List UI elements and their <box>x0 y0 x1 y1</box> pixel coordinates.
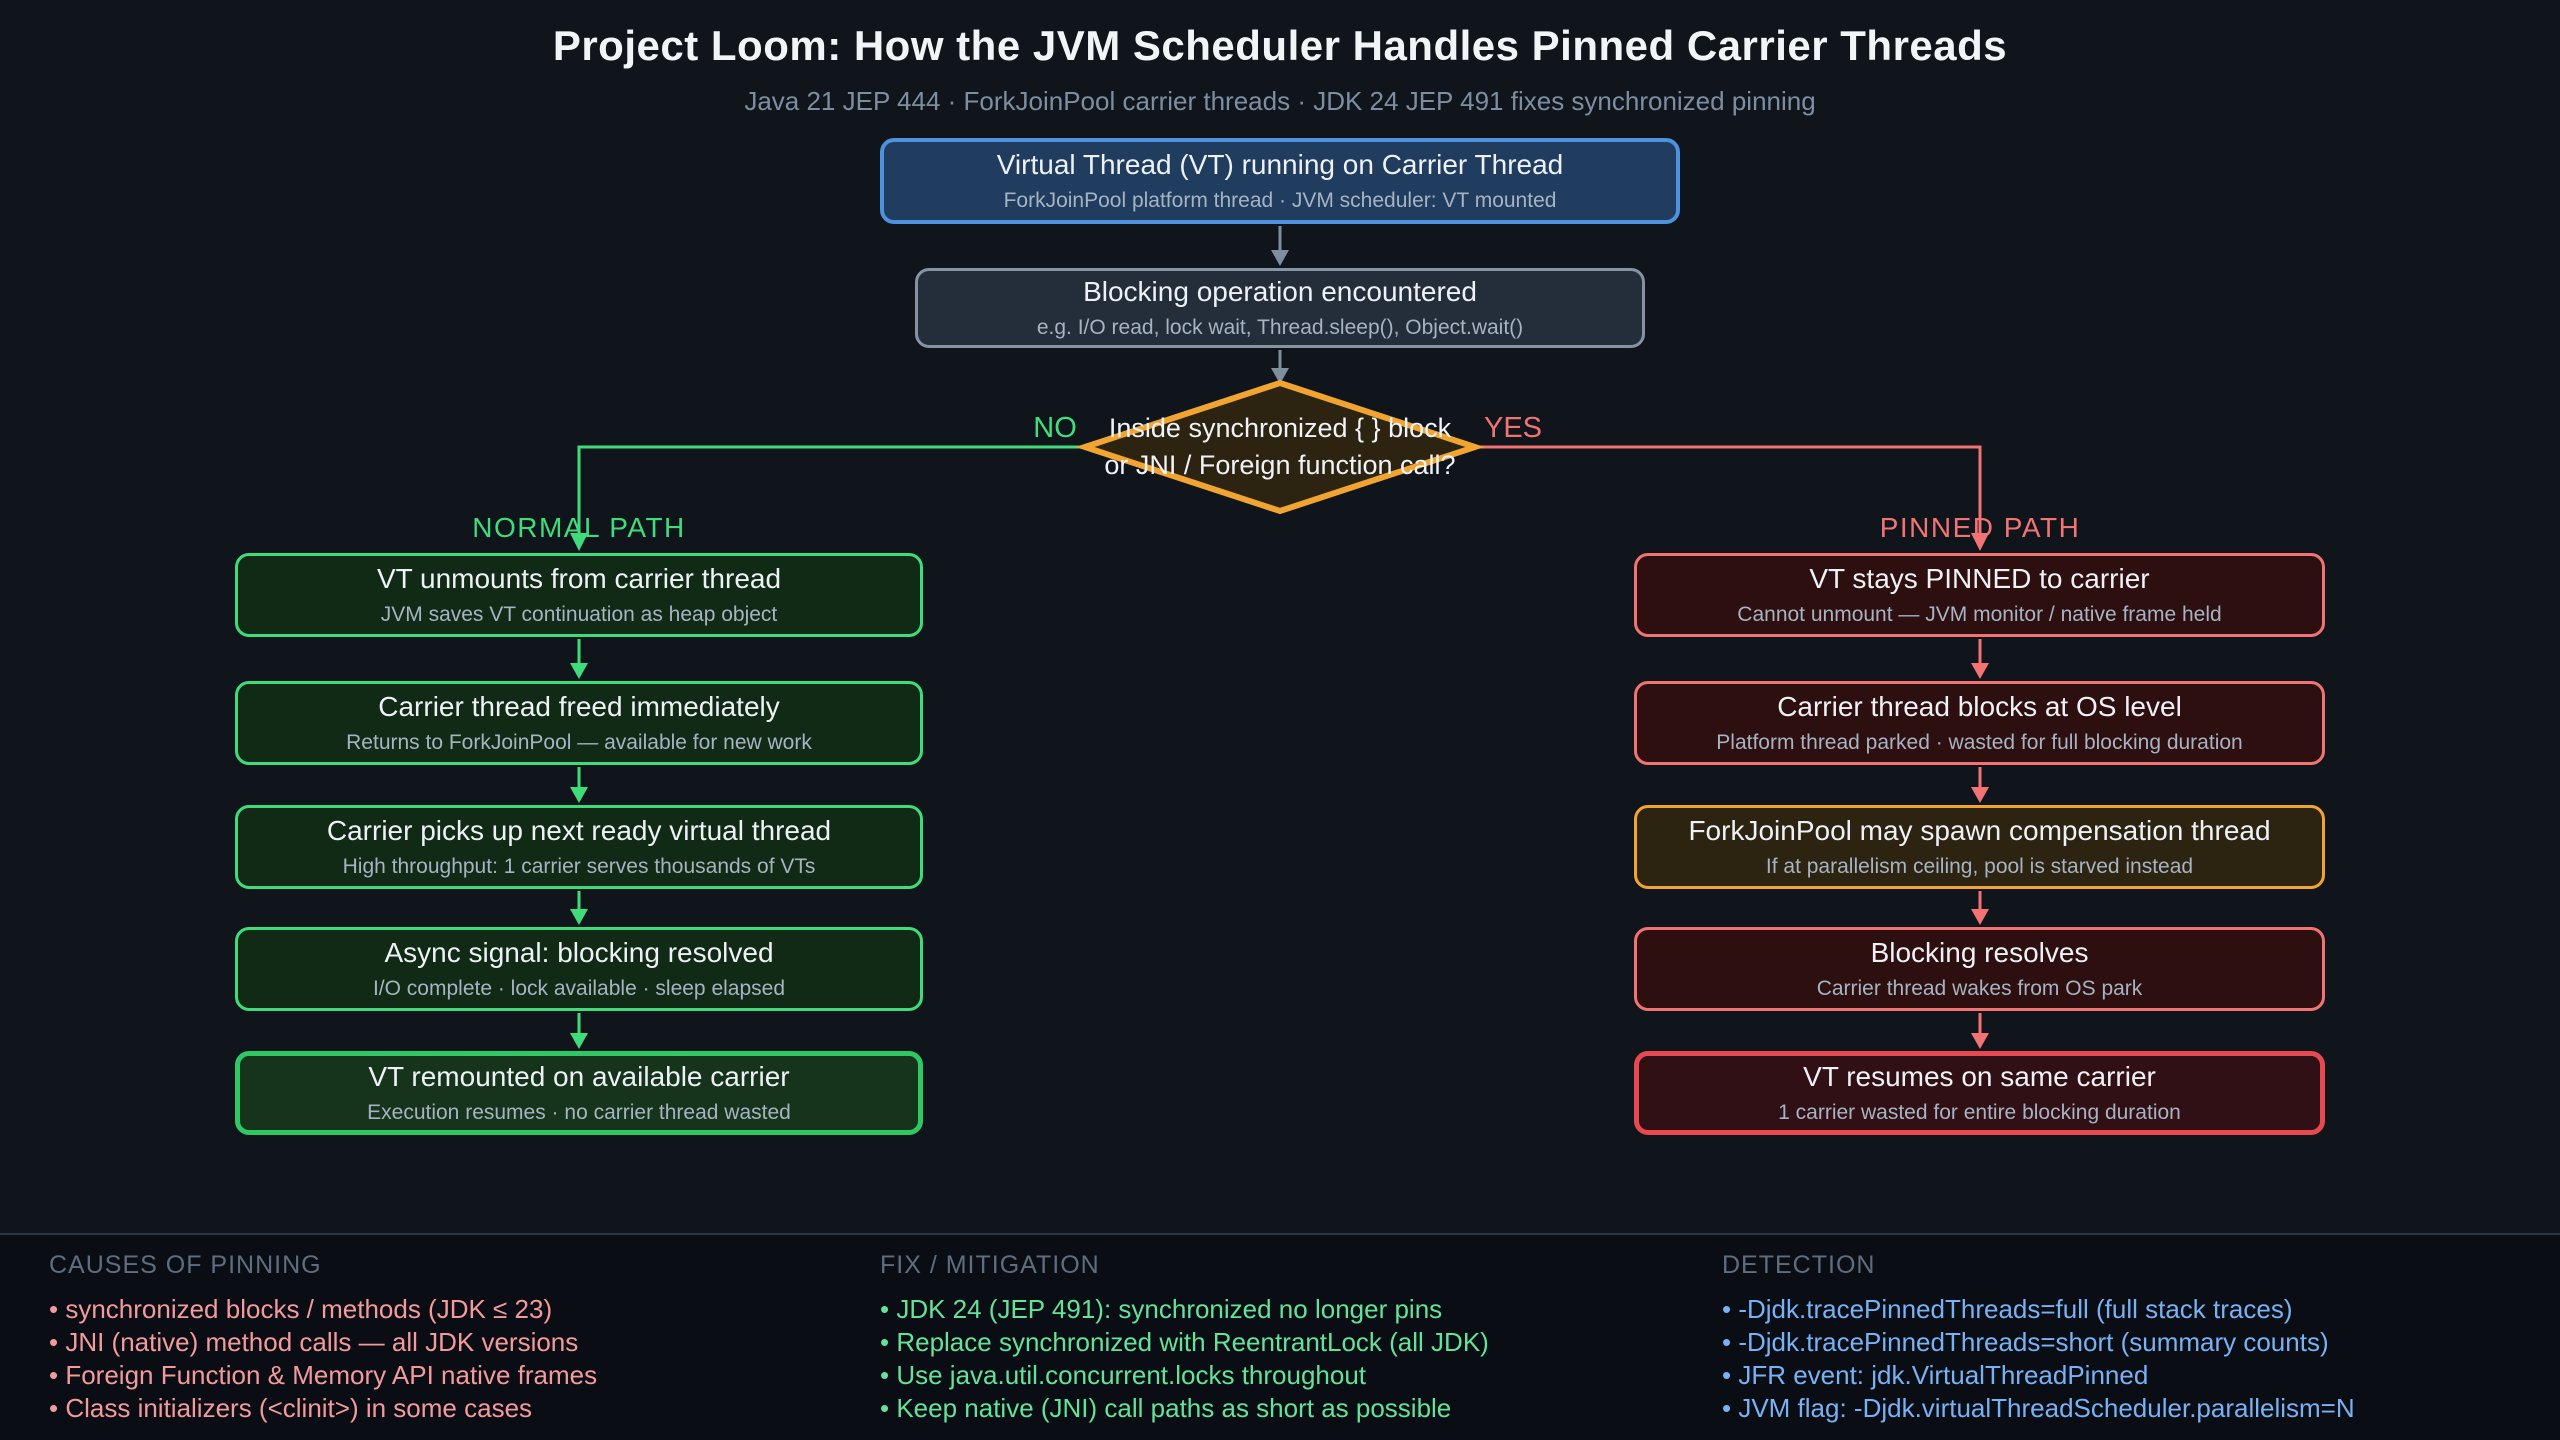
node-title: VT remounted on available carrier <box>368 1061 790 1093</box>
footer-item: • -Djdk.tracePinnedThreads=full (full st… <box>1722 1294 2293 1324</box>
node-title: Carrier picks up next ready virtual thre… <box>326 815 832 847</box>
node-subtitle: I/O complete · lock available · sleep el… <box>372 976 786 1000</box>
node-title: Carrier thread freed immediately <box>378 691 780 723</box>
branch-label-yes: YES <box>1483 412 1543 444</box>
footer-item: • Use java.util.concurrent.locks through… <box>880 1360 1367 1390</box>
node-subtitle: Platform thread parked · wasted for full… <box>1716 730 2243 754</box>
node-subtitle: e.g. I/O read, lock wait, Thread.sleep()… <box>1036 315 1524 339</box>
footer-item: • JVM flag: -Djdk.virtualThreadScheduler… <box>1722 1393 2355 1423</box>
node-title: VT unmounts from carrier thread <box>376 563 782 595</box>
pinned-step-5: VT resumes on same carrier 1 carrier was… <box>1634 1051 2325 1135</box>
pinned-step-4: Blocking resolves Carrier thread wakes f… <box>1634 927 2325 1011</box>
footer-item: • JFR event: jdk.VirtualThreadPinned <box>1722 1360 2149 1390</box>
arrowhead-pinned-4-5 <box>1971 1033 1989 1049</box>
footer-panel: CAUSES OF PINNING • synchronized blocks … <box>0 1233 2560 1440</box>
arrowhead-pinned-2-3 <box>1971 787 1989 803</box>
normal-step-4: Async signal: blocking resolved I/O comp… <box>235 927 923 1011</box>
normal-step-3: Carrier picks up next ready virtual thre… <box>235 805 923 889</box>
pinned-path-label: PINNED PATH <box>1879 512 2081 543</box>
node-virtual-thread-running: Virtual Thread (VT) running on Carrier T… <box>880 138 1680 224</box>
node-title: ForkJoinPool may spawn compensation thre… <box>1688 815 2271 847</box>
footer-item: • JDK 24 (JEP 491): synchronized no long… <box>880 1294 1443 1324</box>
arrowhead-start-to-blocking <box>1271 250 1289 266</box>
node-subtitle: If at parallelism ceiling, pool is starv… <box>1765 854 2194 878</box>
footer-item: • Foreign Function & Memory API native f… <box>49 1360 598 1390</box>
footer-item: • Class initializers (<clinit>) in some … <box>49 1393 533 1423</box>
node-title: Async signal: blocking resolved <box>384 937 774 969</box>
pinned-step-1: VT stays PINNED to carrier Cannot unmoun… <box>1634 553 2325 637</box>
footer-item: • JNI (native) method calls — all JDK ve… <box>49 1327 579 1357</box>
footer-column-causes: CAUSES OF PINNING • synchronized blocks … <box>49 1251 597 1425</box>
node-subtitle: ForkJoinPool platform thread · JVM sched… <box>1003 188 1557 212</box>
arrowhead-normal-4-5 <box>570 1033 588 1049</box>
node-subtitle: Execution resumes · no carrier thread wa… <box>367 1100 791 1124</box>
branch-label-no: NO <box>1033 412 1077 444</box>
normal-step-2: Carrier thread freed immediately Returns… <box>235 681 923 765</box>
arrowhead-normal-1-2 <box>570 663 588 679</box>
arrowhead-pinned-3-4 <box>1971 909 1989 925</box>
pinned-step-2: Carrier thread blocks at OS level Platfo… <box>1634 681 2325 765</box>
footer-item: • synchronized blocks / methods (JDK ≤ 2… <box>49 1294 553 1324</box>
node-subtitle: Returns to ForkJoinPool — available for … <box>346 730 812 754</box>
footer-item: • Keep native (JNI) call paths as short … <box>880 1393 1452 1423</box>
normal-step-1: VT unmounts from carrier thread JVM save… <box>235 553 923 637</box>
page-title: Project Loom: How the JVM Scheduler Hand… <box>552 22 2008 69</box>
footer-item: • -Djdk.tracePinnedThreads=short (summar… <box>1722 1327 2329 1357</box>
node-title: Virtual Thread (VT) running on Carrier T… <box>996 149 1564 181</box>
node-subtitle: JVM saves VT continuation as heap object <box>380 602 778 626</box>
arrowhead-pinned-1-2 <box>1971 663 1989 679</box>
arrowhead-normal-3-4 <box>570 909 588 925</box>
node-title: Blocking operation encountered <box>1083 276 1477 308</box>
node-subtitle: Cannot unmount — JVM monitor / native fr… <box>1737 602 2222 626</box>
node-blocking-operation: Blocking operation encountered e.g. I/O … <box>915 268 1645 348</box>
arrowhead-normal-2-3 <box>570 787 588 803</box>
node-title: Blocking resolves <box>1870 937 2089 969</box>
node-title: VT resumes on same carrier <box>1803 1061 2156 1093</box>
pinned-step-3: ForkJoinPool may spawn compensation thre… <box>1634 805 2325 889</box>
node-title: Carrier thread blocks at OS level <box>1777 691 2182 723</box>
node-subtitle: Carrier thread wakes from OS park <box>1816 976 2143 1000</box>
footer-heading-fix: FIX / MITIGATION <box>880 1251 1100 1279</box>
footer-heading-detection: DETECTION <box>1722 1251 1876 1279</box>
footer-column-fix: FIX / MITIGATION • JDK 24 (JEP 491): syn… <box>880 1251 1489 1425</box>
node-subtitle: 1 carrier wasted for entire blocking dur… <box>1778 1100 2181 1124</box>
footer-heading-causes: CAUSES OF PINNING <box>49 1251 322 1279</box>
node-title: VT stays PINNED to carrier <box>1809 563 2150 595</box>
footer-column-detection: DETECTION • -Djdk.tracePinnedThreads=ful… <box>1722 1251 2355 1425</box>
decision-question-line2: or JNI / Foreign function call? <box>1104 450 1456 480</box>
footer-item: • Replace synchronized with ReentrantLoc… <box>880 1327 1489 1357</box>
normal-step-5: VT remounted on available carrier Execut… <box>235 1051 923 1135</box>
page-subtitle: Java 21 JEP 444 · ForkJoinPool carrier t… <box>744 86 1816 116</box>
arrowhead-blocking-to-decision <box>1271 368 1289 384</box>
normal-path-label: NORMAL PATH <box>472 512 686 543</box>
node-subtitle: High throughput: 1 carrier serves thousa… <box>342 854 816 878</box>
